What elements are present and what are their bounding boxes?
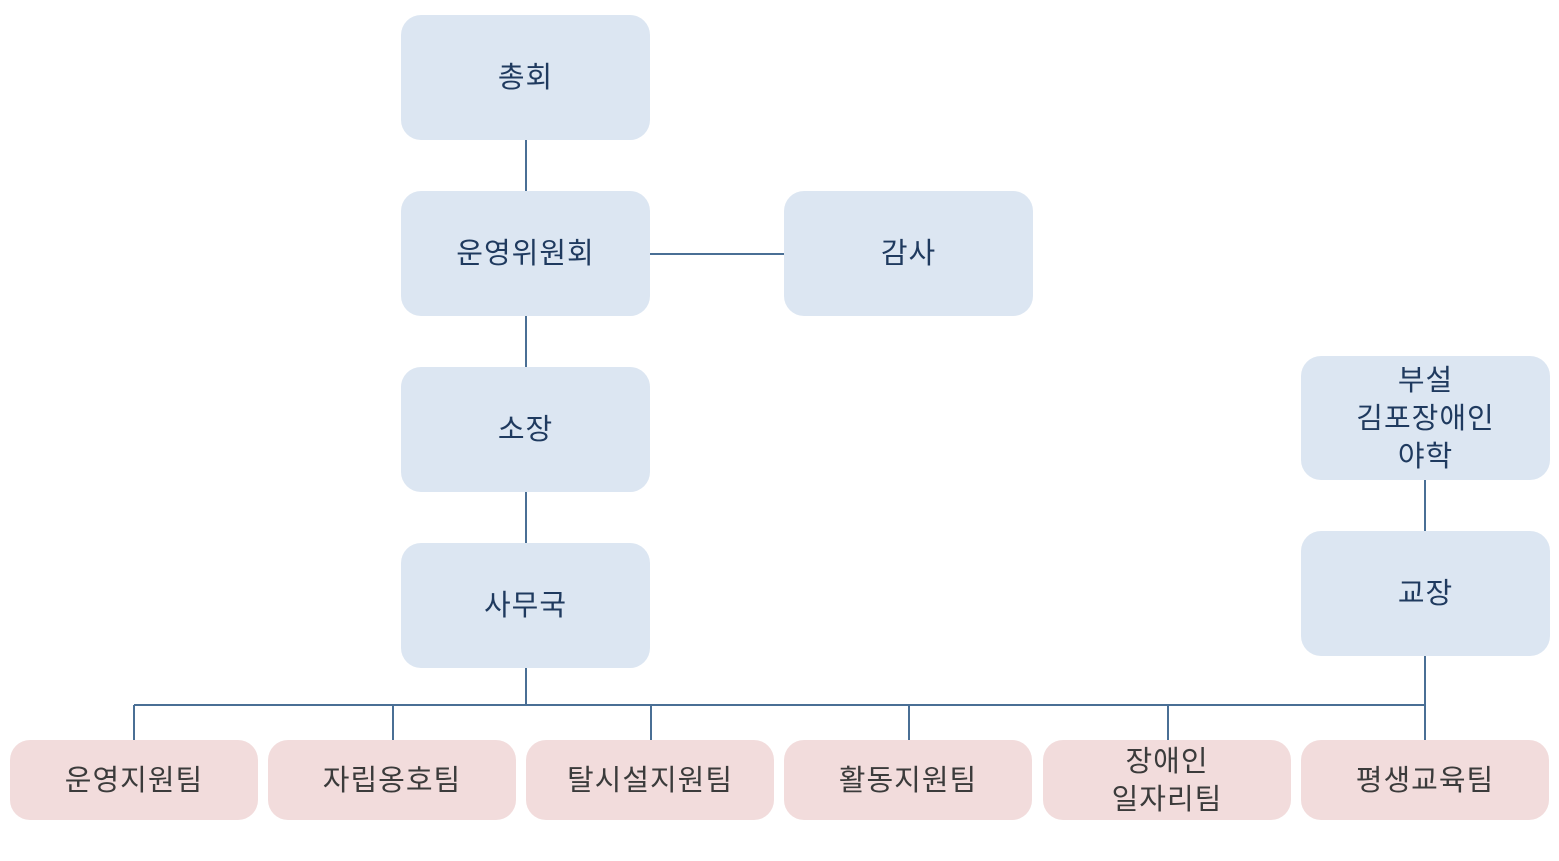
node-audit: 감사 <box>784 191 1033 316</box>
team-node: 탈시설지원팀 <box>526 740 774 820</box>
node-attached-school: 부설 김포장애인 야학 <box>1301 356 1550 480</box>
team-node: 평생교육팀 <box>1301 740 1549 820</box>
node-secretariat: 사무국 <box>401 543 650 668</box>
team-node: 장애인 일자리팀 <box>1043 740 1291 820</box>
node-steering-committee: 운영위원회 <box>401 191 650 316</box>
team-node: 활동지원팀 <box>784 740 1032 820</box>
node-director: 소장 <box>401 367 650 492</box>
team-node: 자립옹호팀 <box>268 740 516 820</box>
team-node: 운영지원팀 <box>10 740 258 820</box>
node-general-assembly: 총회 <box>401 15 650 140</box>
node-principal: 교장 <box>1301 531 1550 656</box>
